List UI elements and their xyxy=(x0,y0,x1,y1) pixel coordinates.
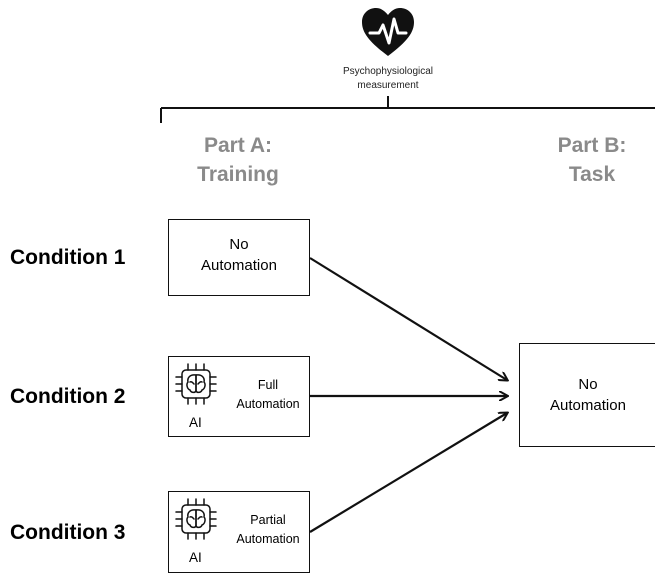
condition-1-box: No Automation xyxy=(168,219,310,296)
condition-2-box-line2: Automation xyxy=(236,397,300,411)
condition-2-box: AI Full Automation xyxy=(168,356,310,437)
arrow-condition-1 xyxy=(309,257,507,380)
task-box-line2: Automation xyxy=(550,397,626,414)
arrow-condition-3 xyxy=(309,413,507,533)
part-a-heading: Part A: Training xyxy=(197,134,279,186)
task-box: No Automation xyxy=(519,343,655,447)
condition-1-box-line2: Automation xyxy=(201,257,277,274)
condition-1-box-line1: No xyxy=(229,236,249,253)
condition-3-box-line1: Partial xyxy=(250,513,286,527)
condition-3-box: AI Partial Automation xyxy=(168,491,310,573)
condition-3-label: Condition 3 xyxy=(10,521,126,544)
condition-2-box-line1: Full xyxy=(257,378,279,392)
measurement-label: Psychophysiological measurement xyxy=(342,66,434,91)
heart-pulse-icon xyxy=(362,8,414,56)
measurement-bracket xyxy=(160,96,655,123)
part-b-heading: Part B: Task xyxy=(557,134,627,186)
ai-chip-brain-icon xyxy=(175,498,217,540)
ai-chip-brain-icon xyxy=(175,363,217,405)
condition-2-label: Condition 2 xyxy=(10,385,126,408)
condition-1-label: Condition 1 xyxy=(10,246,126,269)
condition-3-ai-label: AI xyxy=(189,550,202,565)
condition-2-ai-label: AI xyxy=(189,415,202,430)
condition-3-box-line2: Automation xyxy=(236,532,300,546)
task-box-line1: No xyxy=(578,376,598,393)
